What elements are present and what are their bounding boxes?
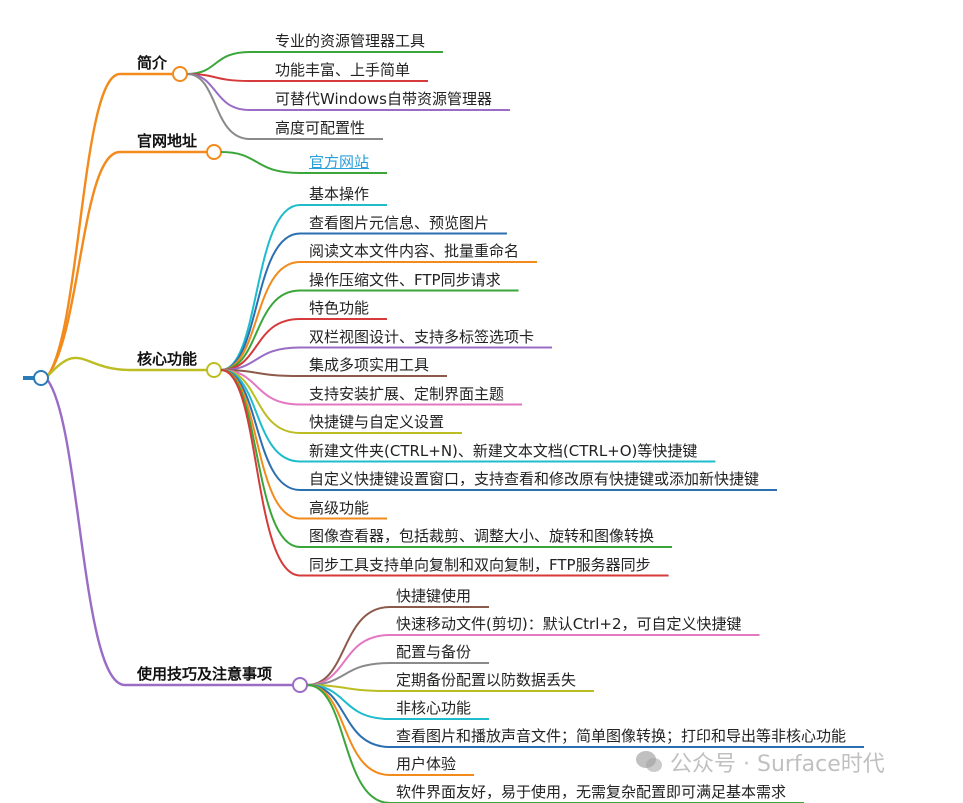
leaf-label[interactable]: 新建文件夹(CTRL+N)、新建文本文档(CTRL+O)等快捷键 <box>309 441 698 460</box>
leaf-label[interactable]: 基本操作 <box>309 185 370 203</box>
branch-connector <box>45 356 207 379</box>
child-connector <box>220 204 387 371</box>
leaf-label[interactable]: 双栏视图设计、支持多标签选项卡 <box>309 327 535 346</box>
leaf-label[interactable]: 自定义快捷键设置窗口，支持查看和修改原有快捷键或添加新快捷键 <box>309 470 760 488</box>
child-connector <box>306 684 595 692</box>
child-connector <box>220 369 448 377</box>
leaf-label[interactable]: 高级功能 <box>309 498 370 517</box>
leaf-label[interactable]: 高度可配置性 <box>275 119 366 137</box>
leaf-label[interactable]: 软件界面友好，易于使用，无需复杂配置即可满足基本需求 <box>396 783 787 801</box>
branch-node-circle[interactable] <box>206 362 222 378</box>
branch-connector <box>45 150 207 379</box>
child-connector <box>220 261 538 371</box>
child-connector <box>220 346 553 371</box>
leaf-label[interactable]: 可替代Windows自带资源管理器 <box>275 90 492 108</box>
child-connector <box>306 684 805 803</box>
child-connector <box>306 662 490 686</box>
leaf-label[interactable]: 非核心功能 <box>396 699 472 717</box>
child-connector <box>220 369 669 577</box>
leaf-label[interactable]: 集成多项实用工具 <box>309 356 430 374</box>
branch-label[interactable]: 简介 <box>137 54 168 72</box>
branch-node-circle[interactable] <box>172 66 188 82</box>
leaf-label[interactable]: 配置与备份 <box>396 643 472 661</box>
leaf-label[interactable]: 操作压缩文件、FTP同步请求 <box>309 270 501 289</box>
leaf-label[interactable]: 快捷键使用 <box>396 587 472 605</box>
child-connector <box>220 318 387 371</box>
leaf-label[interactable]: 同步工具支持单向复制和双向复制，FTP服务器同步 <box>309 555 651 574</box>
leaf-label[interactable]: 阅读文本文件内容、批量重命名 <box>309 242 520 260</box>
leaf-label[interactable]: 功能丰富、上手简单 <box>275 61 411 79</box>
leaf-label[interactable]: 快速移动文件(剪切)：默认Ctrl+2，可自定义快捷键 <box>396 615 742 633</box>
child-connector <box>220 289 519 371</box>
leaf-label[interactable]: 图像查看器，包括裁剪、调整大小、旋转和图像转换 <box>309 527 655 545</box>
leaf-label[interactable]: 快捷键与自定义设置 <box>309 413 445 431</box>
child-connector <box>186 73 384 140</box>
child-connector <box>186 51 444 75</box>
branch-connector <box>45 72 173 379</box>
watermark: 公众号 · Surface时代 <box>636 746 885 778</box>
watermark-text: 公众号 · Surface时代 <box>670 752 885 777</box>
official-website-link[interactable]: 官方网站 <box>309 153 370 171</box>
leaf-label[interactable]: 专业的资源管理器工具 <box>275 32 426 50</box>
branch-node-circle[interactable] <box>206 144 222 160</box>
root-node-circle[interactable] <box>33 370 49 386</box>
leaf-label[interactable]: 用户体验 <box>396 755 457 773</box>
branch-label[interactable]: 官网地址 <box>137 132 198 150</box>
leaf-label[interactable]: 查看图片元信息、预览图片 <box>309 213 490 232</box>
branch-connector <box>45 377 293 687</box>
child-connector <box>306 606 490 686</box>
leaf-label[interactable]: 特色功能 <box>309 299 370 317</box>
child-connector <box>220 151 387 174</box>
wechat-icon <box>636 751 662 773</box>
leaf-label[interactable]: 支持安装扩展、定制界面主题 <box>309 384 505 403</box>
leaf-label[interactable]: 定期备份配置以防数据丢失 <box>396 671 577 689</box>
branch-label[interactable]: 使用技巧及注意事项 <box>137 665 273 683</box>
branch-label[interactable]: 核心功能 <box>137 350 198 368</box>
branch-node-circle[interactable] <box>292 677 308 693</box>
child-connector <box>306 634 760 686</box>
leaf-label[interactable]: 查看图片和播放声音文件；简单图像转换；打印和导出等非核心功能 <box>396 727 847 745</box>
